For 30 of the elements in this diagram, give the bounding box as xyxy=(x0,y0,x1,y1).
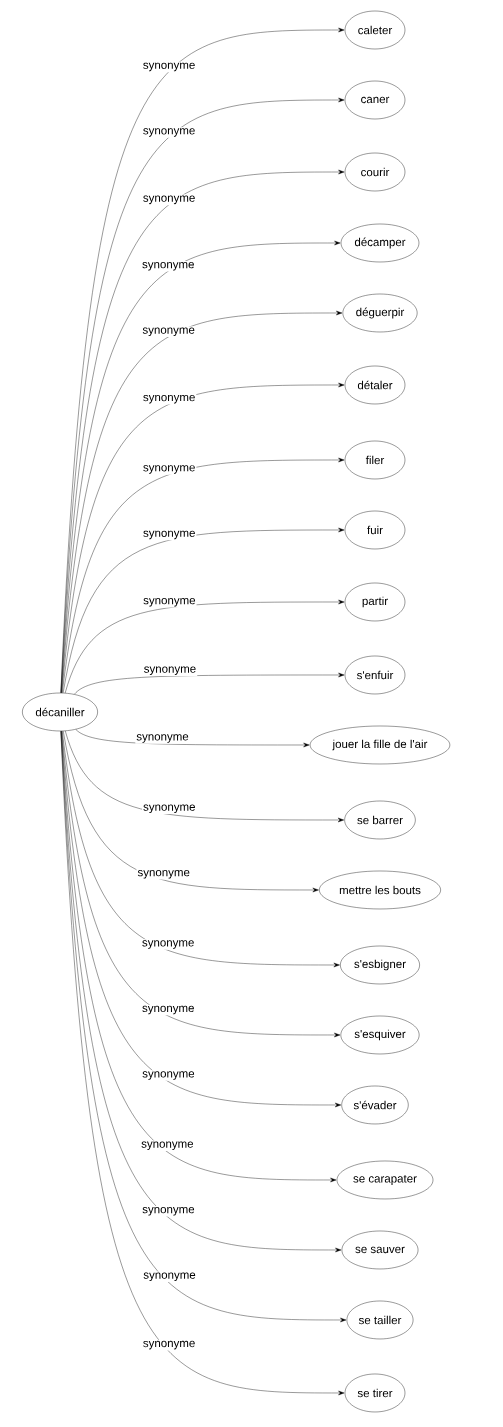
arrow xyxy=(65,730,345,823)
edge-label: synonyme xyxy=(141,1206,196,1217)
edge-label: synonyme xyxy=(141,261,196,272)
edge-label: synonyme xyxy=(136,869,191,880)
edge-label: synonyme xyxy=(141,61,197,73)
arrow xyxy=(62,527,345,694)
edge-label: synonyme xyxy=(141,393,197,405)
arrow xyxy=(61,382,345,693)
edge-label: synonyme xyxy=(141,1070,196,1081)
arrow xyxy=(62,730,340,968)
edge-label: synonyme xyxy=(142,464,197,475)
edge-label: synonyme xyxy=(141,326,196,338)
arrow xyxy=(62,457,345,694)
arrow xyxy=(65,599,345,694)
arrow xyxy=(61,730,341,1038)
edge-label: synonyme xyxy=(135,733,190,744)
edge-label: synonyme xyxy=(142,803,197,815)
edge-label: synonyme xyxy=(141,1004,196,1016)
edge-label: synonyme xyxy=(142,665,198,676)
edge-label: synonyme xyxy=(142,597,197,608)
edge-label: synonyme xyxy=(142,1271,197,1283)
edge-label: synonyme xyxy=(140,1140,195,1152)
edge-label: synonyme xyxy=(142,529,197,541)
arrow xyxy=(74,672,345,695)
edge-label: synonyme xyxy=(141,194,197,206)
edge-label: synonyme xyxy=(140,939,196,950)
edge-label: synonyme xyxy=(141,1339,197,1351)
arrow xyxy=(75,729,310,748)
arrow xyxy=(63,730,319,893)
edge-label: synonyme xyxy=(141,127,197,138)
